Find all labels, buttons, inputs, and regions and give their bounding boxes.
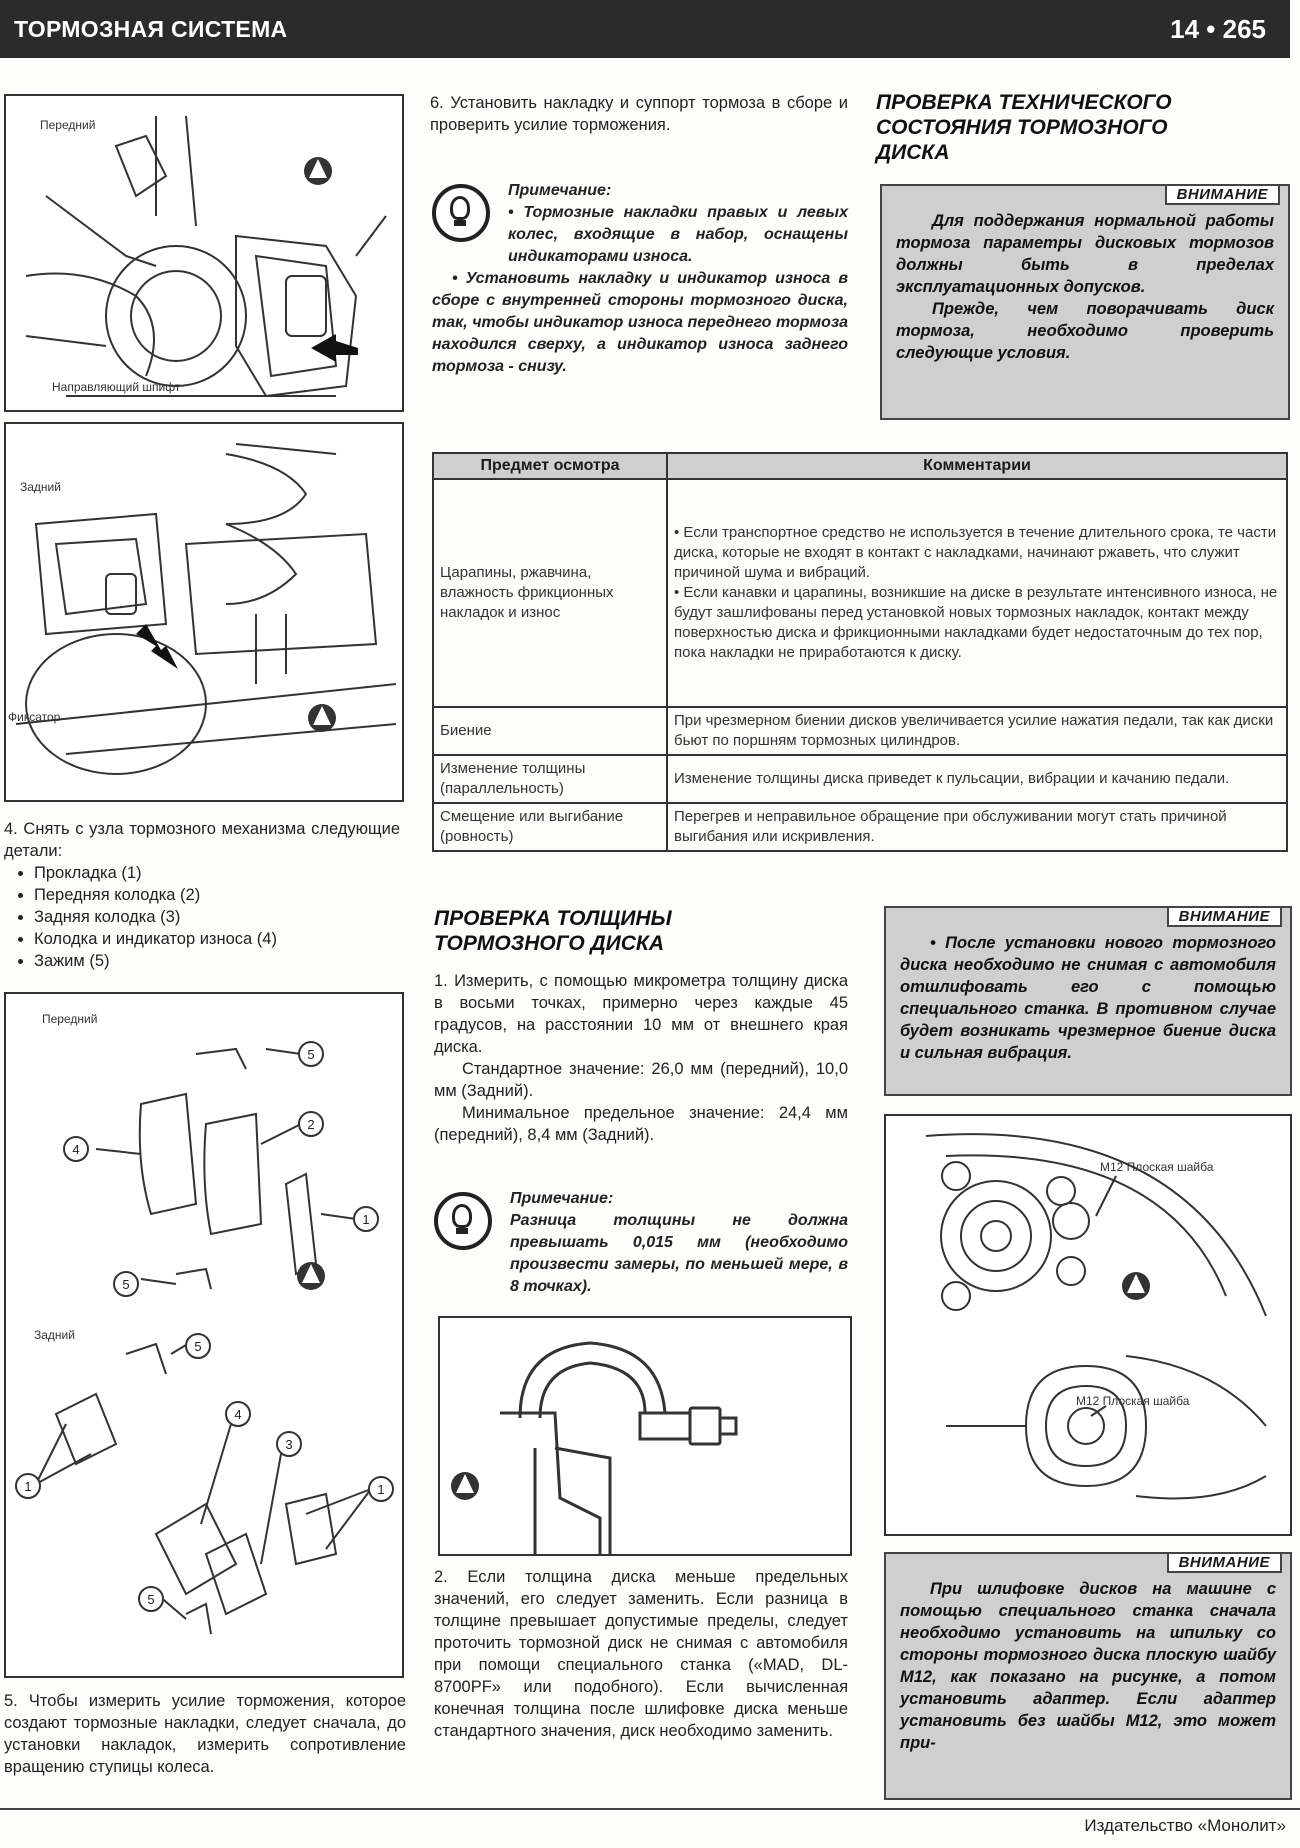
step-5: 5. Чтобы измерить усилие торможения, кот… [4,1692,406,1776]
washer-label-2: M12 Плоская шайба [1076,1394,1190,1408]
step-6: 6. Установить накладку и суппорт тормоза… [430,94,848,134]
rear-caliper-figure: Задний Фиксатор [4,422,404,802]
table-header-comment: Комментарии [666,452,1288,480]
table-cell-comment: При чрезмерном биении дисков увеличивает… [666,706,1288,756]
warning-box-2: ВНИМАНИЕ • После установки нового тормоз… [884,906,1292,1096]
publisher: Издательство «Монолит» [1084,1816,1286,1835]
page-number: 14 • 265 [1170,14,1266,44]
list-item: Передняя колодка (2) [34,884,400,906]
note-1-p2: • Установить накладку и индикатор износа… [432,270,848,375]
table-cell-comment: Изменение толщины диска приведет к пульс… [666,754,1288,804]
brake-pads-figure: Передний Задний [4,992,404,1678]
table-header-item: Предмет осмотра [432,452,668,480]
rear-label: Задний [34,1328,75,1342]
guide-pin-label: Направляющий шпифт [52,380,181,394]
warning-box-3: ВНИМАНИЕ При шлифовке дисков на машине с… [884,1552,1292,1800]
front-caliper-figure: Передний Направляющий шпифт [4,94,404,412]
section-disc-thickness-title: ПРОВЕРКА ТОЛЩИНЫ ТОРМОЗНОГО ДИСКА [434,907,672,955]
warning-box-1: ВНИМАНИЕ Для поддержания нормальной рабо… [880,184,1290,420]
micrometer-figure [438,1316,852,1556]
table-row: Смещение или выгибание (ровность) Перегр… [432,802,1288,852]
table-cell-comment: • Если транспортное средство не использу… [666,478,1288,708]
minimum-value: Минимальное предельное значение: 24,4 мм… [434,1104,848,1144]
callout-1: 1 [24,1479,31,1494]
warning-3-text: При шлифовке дисков на машине с помощью … [900,1580,1276,1752]
washer-figure: M12 Плоская шайба M12 Плоская шайба [884,1114,1292,1536]
footer-divider [0,1808,1300,1810]
note-lightbulb-icon [432,184,490,242]
table-row: Изменение толщины (параллельность) Измен… [432,754,1288,804]
rear-label: Задний [20,480,61,494]
table-cell-item: Изменение толщины (параллельность) [432,754,668,804]
rear-caliper-drawing [15,443,397,775]
note-2-text: Разница толщины не должна превышать 0,01… [510,1212,848,1295]
front-label: Передний [42,1012,98,1026]
warning-1-text: Для поддержания нормальной работы тормоз… [896,210,1274,364]
note-1-title: Примечание: [508,182,612,199]
lock-label: Фиксатор [8,710,61,724]
front-caliper-drawing [25,115,387,398]
callout-2: 2 [307,1117,314,1132]
note-1-p1: • Тормозные накладки правых и левых коле… [508,204,848,265]
warning-1-p1: Для поддержания нормальной работы тормоз… [896,212,1274,296]
table-row: Царапины, ржавчина, влажность фрикционны… [432,478,1288,708]
list-item: Зажим (5) [34,950,400,972]
callout-1: 1 [362,1212,369,1227]
list-item: Колодка и индикатор износа (4) [34,928,400,950]
table-row: Биение При чрезмерном биении дисков увел… [432,706,1288,756]
warning-1-p2: Прежде, чем поворачивать диск тормоза, н… [896,300,1274,362]
table-cell-item: Биение [432,706,668,756]
washer-label-1: M12 Плоская шайба [1100,1160,1214,1174]
callout-5: 5 [194,1339,201,1354]
page-header: ТОРМОЗНАЯ СИСТЕМА 14 • 265 [0,0,1290,58]
measure-procedure: 1. Измерить, с помощью микрометра толщин… [434,970,848,1146]
table-cell-comment: Перегрев и неправильное обращение при об… [666,802,1288,852]
step-2: 2. Если толщина диска меньше предельных … [434,1568,848,1740]
list-item: Задняя колодка (3) [34,906,400,928]
table-cell-item: Царапины, ржавчина, влажность фрикционны… [432,478,668,708]
callout-4: 4 [72,1142,79,1157]
warning-tag: ВНИМАНИЕ [1164,184,1280,205]
callout-4: 4 [234,1407,241,1422]
inspection-table: Предмет осмотра Комментарии Царапины, рж… [432,452,1288,852]
table-cell-item: Смещение или выгибание (ровность) [432,802,668,852]
warning-tag: ВНИМАНИЕ [1166,1552,1282,1573]
measure-step-1: 1. Измерить, с помощью микрометра толщин… [434,972,848,1056]
note-lightbulb-icon [434,1192,492,1250]
note-2-title: Примечание: [510,1190,614,1207]
brake-pads-drawing: 5 2 1 4 5 5 4 3 1 1 5 [15,1041,394,1635]
front-label: Передний [40,118,96,132]
note-1: Примечание: • Тормозные накладки правых … [432,180,848,378]
step-4-text: 4. Снять с узла тормозного механизма сле… [4,820,400,860]
standard-value: Стандартное значение: 26,0 мм (передний)… [434,1060,848,1100]
chapter-title: ТОРМОЗНАЯ СИСТЕМА [14,16,288,42]
callout-3: 3 [285,1437,292,1452]
warning-tag: ВНИМАНИЕ [1166,906,1282,927]
step-4: 4. Снять с узла тормозного механизма сле… [4,818,400,972]
note-2: Примечание: Разница толщины не должна пр… [510,1188,848,1298]
callout-1: 1 [377,1482,384,1497]
callout-5: 5 [147,1592,154,1607]
parts-list: Прокладка (1) Передняя колодка (2) Задня… [4,862,400,972]
callout-5: 5 [122,1277,129,1292]
list-item: Прокладка (1) [34,862,400,884]
section-disc-condition-title: ПРОВЕРКА ТЕХНИЧЕСКОГО СОСТОЯНИЯ ТОРМОЗНО… [876,91,1172,164]
callout-5: 5 [307,1047,314,1062]
warning-2-text: • После установки нового тормозного диск… [900,934,1276,1062]
micrometer-drawing [451,1341,738,1554]
washer-drawing [925,1133,1267,1500]
